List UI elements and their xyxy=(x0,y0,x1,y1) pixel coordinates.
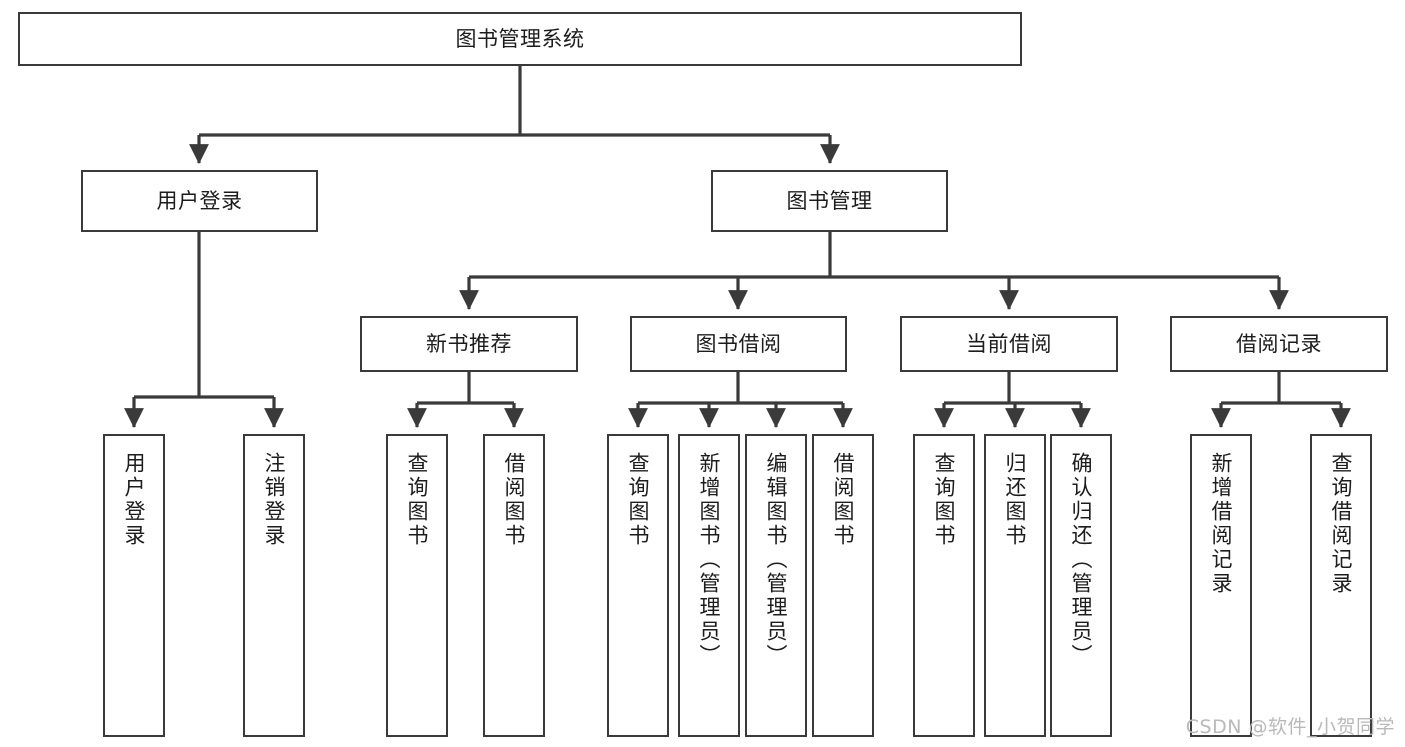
node-leaf-user-logout[interactable]: 注销登录 xyxy=(243,434,305,737)
node-new-book-recommend-label: 新书推荐 xyxy=(426,331,512,356)
watermark-text: CSDN @软件_小贺同学 xyxy=(1185,716,1395,738)
node-leaf-query-record-label: 查询借阅记录 xyxy=(1329,452,1354,596)
node-leaf-return-book[interactable]: 归还图书 xyxy=(984,434,1046,737)
node-leaf-borrow-book-1[interactable]: 借阅图书 xyxy=(483,434,545,737)
node-new-book-recommend[interactable]: 新书推荐 xyxy=(360,316,578,372)
node-leaf-borrow-book-2[interactable]: 借阅图书 xyxy=(812,434,874,737)
node-leaf-query-book-1-label: 查询图书 xyxy=(405,452,430,548)
node-leaf-add-book-label: 新增图书（管理员） xyxy=(697,452,722,668)
node-leaf-add-record-label: 新增借阅记录 xyxy=(1209,452,1234,596)
node-borrow-record-label: 借阅记录 xyxy=(1236,331,1322,356)
node-leaf-query-record[interactable]: 查询借阅记录 xyxy=(1310,434,1372,737)
node-leaf-confirm-return-label: 确认归还（管理员） xyxy=(1069,452,1094,668)
node-leaf-add-record[interactable]: 新增借阅记录 xyxy=(1190,434,1252,737)
node-leaf-query-book-1[interactable]: 查询图书 xyxy=(386,434,448,737)
node-current-borrow[interactable]: 当前借阅 xyxy=(900,316,1118,372)
node-leaf-borrow-book-2-label: 借阅图书 xyxy=(831,452,856,548)
node-borrow-record[interactable]: 借阅记录 xyxy=(1170,316,1388,372)
node-leaf-user-logout-label: 注销登录 xyxy=(262,452,287,548)
node-leaf-return-book-label: 归还图书 xyxy=(1003,452,1028,548)
node-root-label: 图书管理系统 xyxy=(455,26,585,51)
node-user-login-label: 用户登录 xyxy=(156,188,243,213)
node-current-borrow-label: 当前借阅 xyxy=(966,331,1052,356)
node-book-manage-label: 图书管理 xyxy=(786,188,873,213)
node-leaf-query-book-2[interactable]: 查询图书 xyxy=(607,434,669,737)
node-leaf-user-login[interactable]: 用户登录 xyxy=(103,434,165,737)
node-leaf-borrow-book-1-label: 借阅图书 xyxy=(502,452,527,548)
node-leaf-query-book-3-label: 查询图书 xyxy=(932,452,957,548)
node-root[interactable]: 图书管理系统 xyxy=(18,12,1022,66)
node-book-borrow[interactable]: 图书借阅 xyxy=(630,316,847,372)
node-leaf-edit-book[interactable]: 编辑图书（管理员） xyxy=(745,434,807,737)
node-book-borrow-label: 图书借阅 xyxy=(695,331,782,356)
node-leaf-add-book[interactable]: 新增图书（管理员） xyxy=(678,434,740,737)
node-leaf-query-book-3[interactable]: 查询图书 xyxy=(913,434,975,737)
node-leaf-edit-book-label: 编辑图书（管理员） xyxy=(764,452,789,668)
node-leaf-query-book-2-label: 查询图书 xyxy=(626,452,651,548)
node-user-login[interactable]: 用户登录 xyxy=(81,170,318,232)
node-leaf-user-login-label: 用户登录 xyxy=(122,452,147,548)
node-leaf-confirm-return[interactable]: 确认归还（管理员） xyxy=(1050,434,1112,737)
node-book-manage[interactable]: 图书管理 xyxy=(711,170,948,232)
